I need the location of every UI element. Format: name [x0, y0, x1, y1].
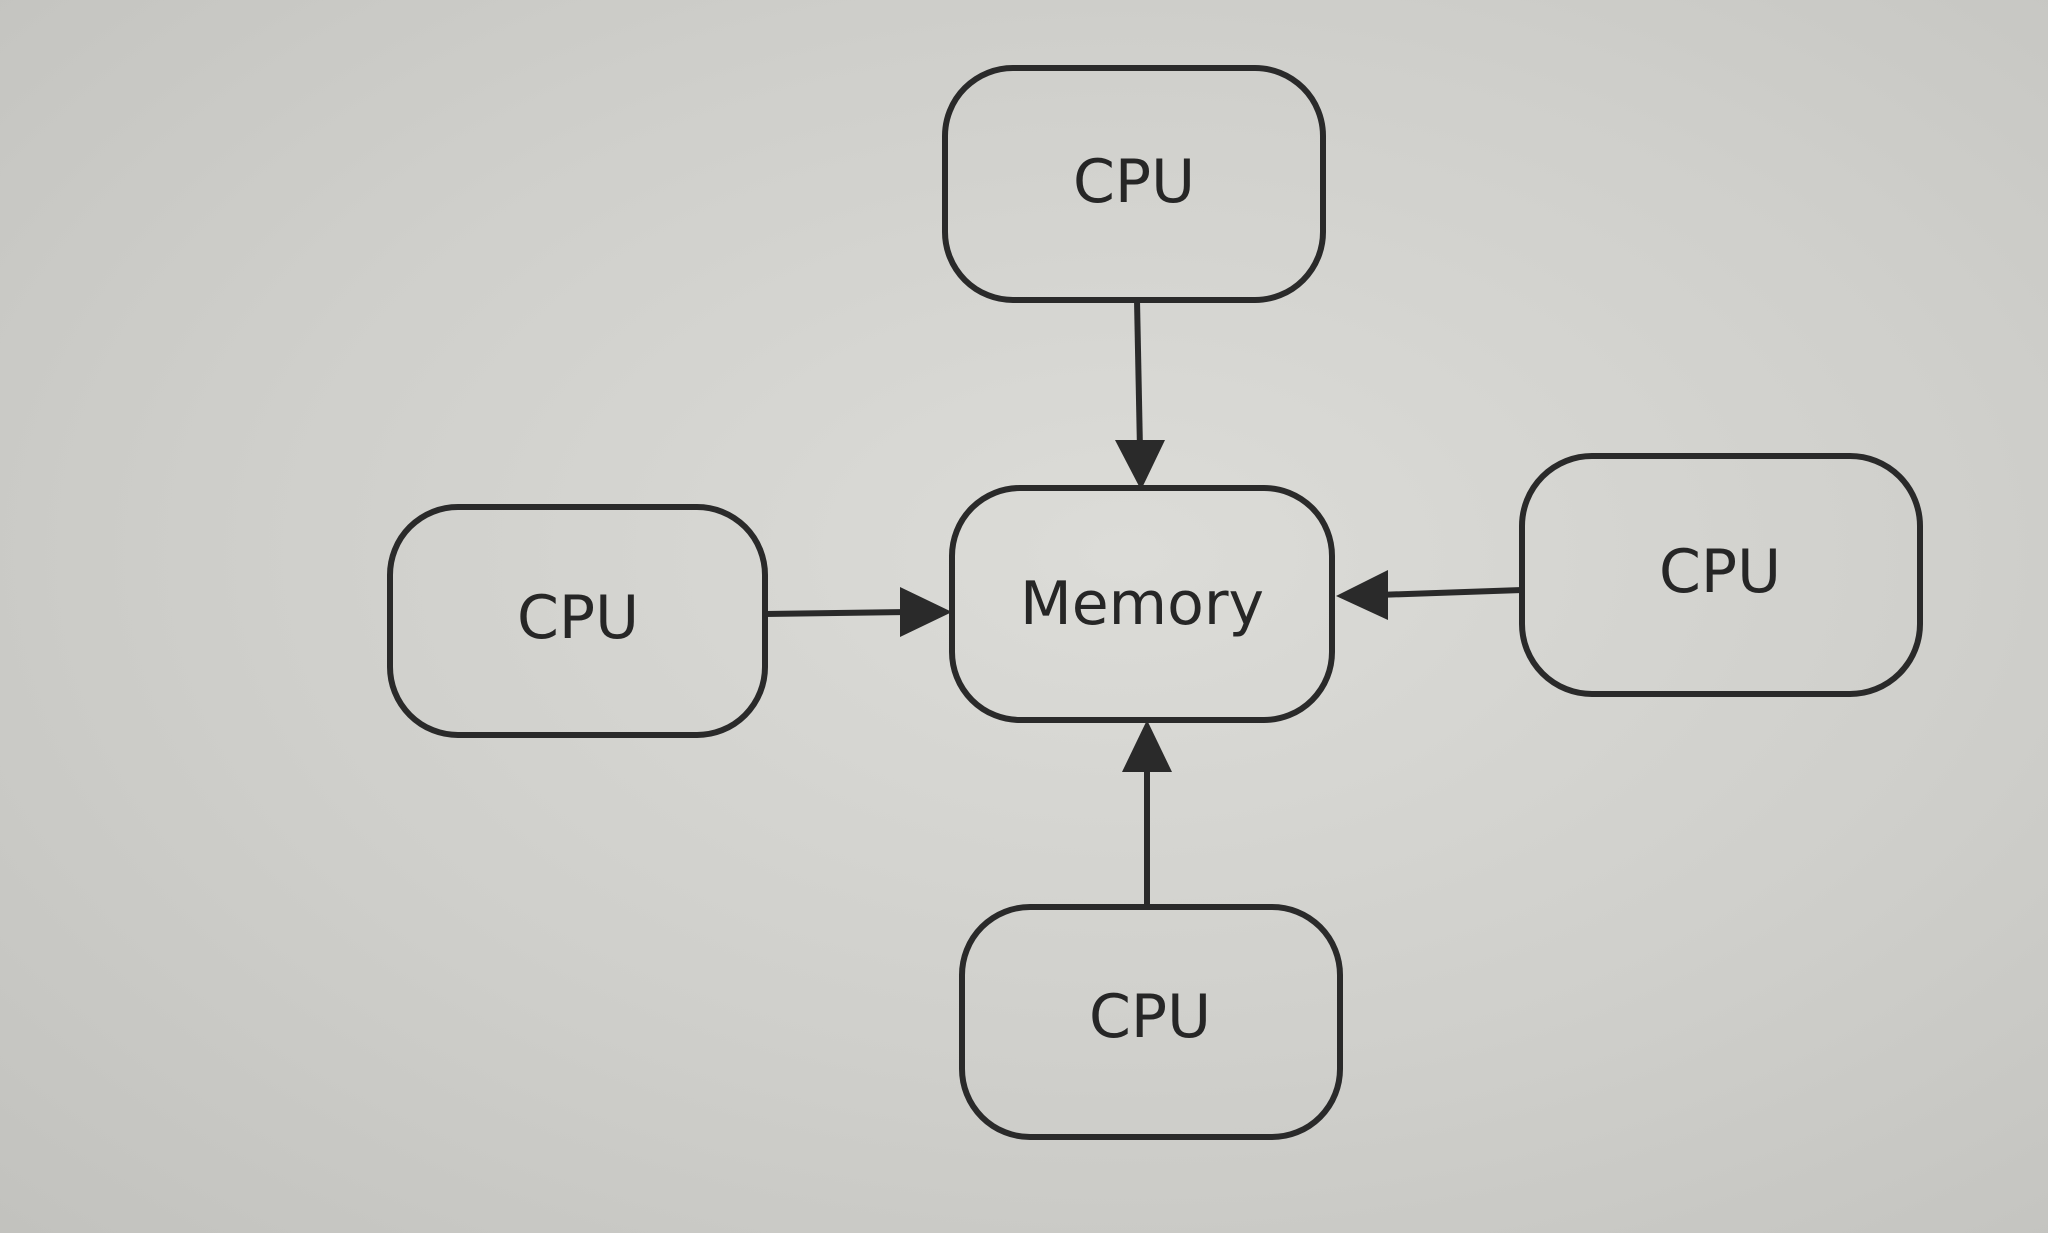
node-label: CPU [1089, 982, 1211, 1052]
node-label: CPU [1073, 147, 1195, 217]
node-cpu-top: CPU [942, 65, 1326, 303]
arrowhead-up-icon [1122, 720, 1172, 772]
edge-cpu-bottom-to-memory [1122, 720, 1172, 907]
node-label: CPU [1659, 537, 1781, 607]
arrowhead-left-icon [1336, 570, 1388, 620]
arrowhead-right-icon [900, 587, 952, 637]
node-box [387, 504, 768, 738]
node-label: Memory [1020, 569, 1264, 639]
edge-cpu-right-to-memory [1336, 570, 1523, 620]
node-memory: Memory [949, 485, 1335, 723]
node-label: CPU [517, 583, 639, 653]
arrowhead-down-icon [1115, 440, 1165, 490]
edge-cpu-top-to-memory [1115, 299, 1165, 490]
node-box [959, 904, 1343, 1140]
node-cpu-right: CPU [1519, 453, 1923, 697]
node-cpu-left: CPU [387, 504, 768, 738]
edge-cpu-left-to-memory [764, 587, 952, 637]
node-cpu-bottom: CPU [959, 904, 1343, 1140]
node-box [1519, 453, 1923, 697]
node-box [942, 65, 1326, 303]
edges [764, 299, 1523, 907]
node-box [949, 485, 1335, 723]
